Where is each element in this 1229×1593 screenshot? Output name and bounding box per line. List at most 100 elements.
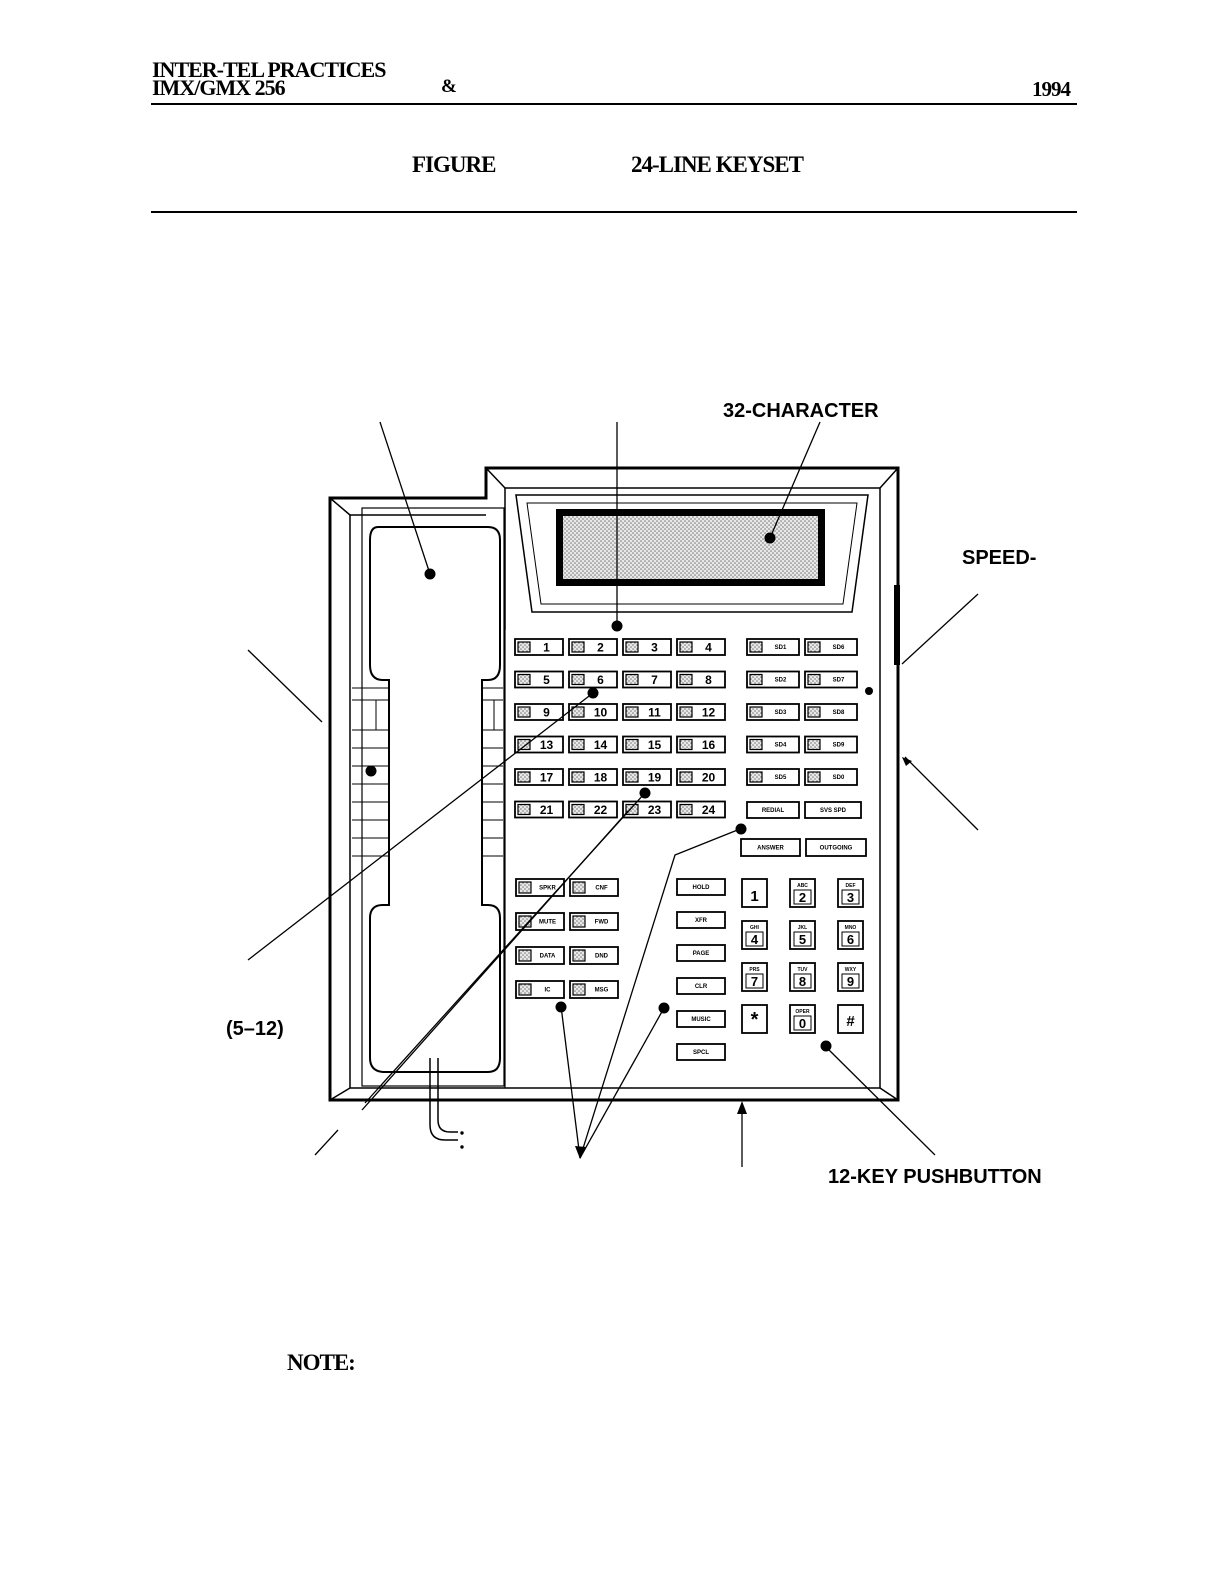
speed-dial-key-label: SD0 [833,775,845,781]
line-key-label: 21 [540,803,554,817]
led-indicator [625,771,639,783]
line-key[interactable]: 3 [622,638,672,656]
speed-dial-key[interactable]: SD9 [804,735,858,754]
dial-digit: 5 [799,932,806,947]
center-key[interactable]: CLR [676,977,726,995]
line-key-label: 18 [594,770,608,784]
line-key[interactable]: 1 [514,638,564,656]
speed-dial-key[interactable]: SD2 [746,670,800,689]
center-key[interactable]: SPCL [676,1043,726,1061]
line-key[interactable]: 10 [568,703,618,721]
outgoing-key[interactable]: OUTGOING [805,838,867,857]
feature-key[interactable]: MSG [569,980,619,999]
line-key-label: 10 [594,705,608,719]
center-key[interactable]: PAGE [676,944,726,962]
line-key[interactable]: 2 [568,638,618,656]
led-indicator [679,803,693,816]
speed-dial-key-label: SD7 [833,678,845,684]
speed-dial-key-label: SD3 [775,710,787,716]
dial-key[interactable]: * [741,1004,768,1034]
speed-dial-key-label: SD9 [833,743,845,749]
line-key[interactable]: 12 [676,703,726,721]
line-key[interactable]: 5 [514,670,564,689]
speed-dial-key[interactable]: SD8 [804,703,858,721]
led-indicator [572,881,586,894]
led-indicator [517,803,531,816]
line-key-label: 17 [540,770,554,784]
led-indicator [518,949,532,962]
line-key[interactable]: 19 [622,768,672,786]
dial-digit: 2 [799,890,806,905]
dial-letters: ABC [797,883,808,889]
center-key[interactable]: MUSIC [676,1010,726,1028]
dial-digit: 7 [751,974,758,989]
speed-dial-key-label: SD2 [775,678,787,684]
line-key-label: 23 [648,803,662,817]
speed-dial-key[interactable]: SD0 [804,768,858,786]
center-key-label: PAGE [693,951,710,957]
led-indicator [807,641,821,653]
feature-key[interactable]: SPKR [515,878,565,897]
line-key[interactable]: 16 [676,735,726,754]
feature-key[interactable]: CNF [569,878,619,897]
speed-dial-key[interactable]: SD1 [746,638,800,656]
speed-dial-key[interactable]: SD5 [746,768,800,786]
speed-dial-key[interactable]: SD3 [746,703,800,721]
line-key[interactable]: 20 [676,768,726,786]
line-key[interactable]: 24 [676,800,726,819]
dial-key[interactable]: 1 [741,878,768,908]
line-key[interactable]: 15 [622,735,672,754]
speed-dial-key[interactable]: SD6 [804,638,858,656]
line-key[interactable]: 22 [568,800,618,819]
speed-dial-key[interactable]: SD7 [804,670,858,689]
led-indicator [625,706,639,718]
svs-spd-key[interactable]: SVS SPD [804,801,862,819]
dial-key[interactable]: # [837,1004,864,1034]
feature-key[interactable]: FWD [569,912,619,931]
redial-key[interactable]: REDIAL [746,801,800,819]
dial-letters: GHI [750,925,760,931]
led-indicator [571,641,585,653]
feature-key[interactable]: DND [569,946,619,965]
feature-key[interactable]: DATA [515,946,565,965]
center-key-label: CLR [695,984,708,990]
line-key[interactable]: 8 [676,670,726,689]
feature-key[interactable]: IC [515,980,565,999]
redial-key-label: REDIAL [762,808,785,814]
line-key[interactable]: 21 [514,800,564,819]
center-key[interactable]: XFR [676,911,726,929]
feature-key[interactable]: MUTE [515,912,565,931]
line-key[interactable]: 17 [514,768,564,786]
line-key[interactable]: 6 [568,670,618,689]
led-indicator [749,706,763,718]
line-key[interactable]: 9 [514,703,564,721]
led-indicator [571,673,585,686]
line-key[interactable]: 11 [622,703,672,721]
led-indicator [679,673,693,686]
led-indicator [518,983,532,996]
line-key[interactable]: 7 [622,670,672,689]
center-key[interactable]: HOLD [676,878,726,896]
line-key[interactable]: 14 [568,735,618,754]
line-key[interactable]: 23 [622,800,672,819]
line-key[interactable]: 18 [568,768,618,786]
dial-digit: 9 [847,974,854,989]
leader-lines [247,421,979,1167]
speed-dial-key[interactable]: SD4 [746,735,800,754]
feature-key-label: MSG [595,988,609,994]
line-key[interactable]: 13 [514,735,564,754]
line-key[interactable]: 4 [676,638,726,656]
answer-key[interactable]: ANSWER [740,838,801,857]
dial-letters: DEF [846,883,856,889]
center-key-label: MUSIC [691,1017,711,1023]
feature-key-label: IC [545,988,552,994]
